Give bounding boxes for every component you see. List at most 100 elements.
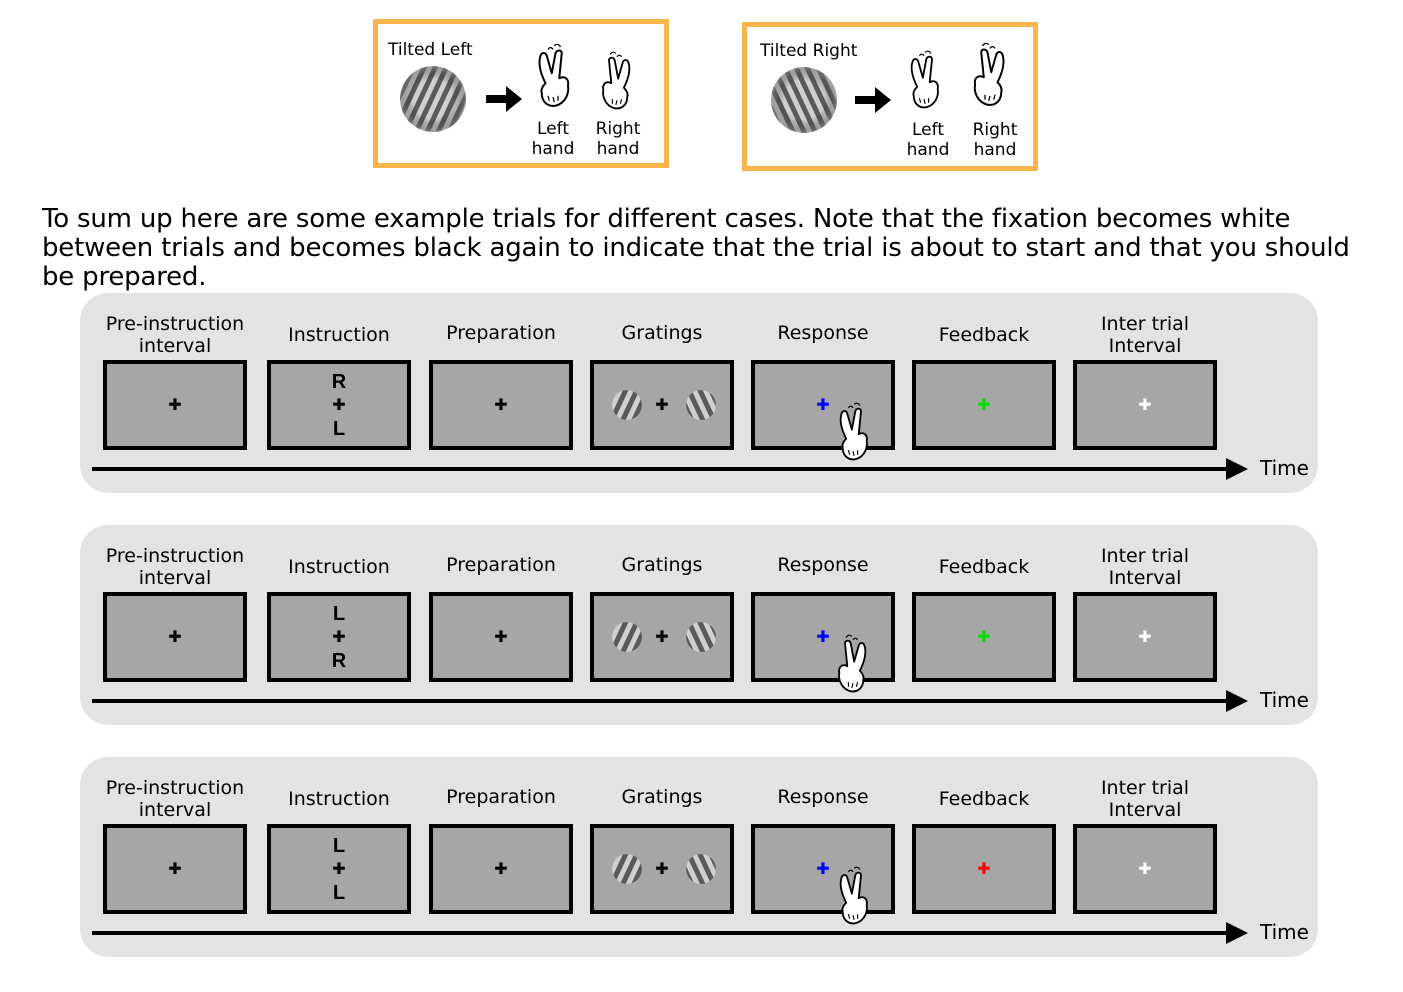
instruction-letter-bottom: R	[331, 650, 347, 672]
screen-gratings: ✚	[590, 824, 734, 914]
fixation-cross: ✚	[332, 859, 346, 878]
fixation-cross: ✚	[1138, 859, 1152, 878]
right-hand-icon	[602, 51, 631, 110]
stage-label-feedback: Feedback	[938, 324, 1030, 346]
screen-pre-instruction: ✚	[103, 360, 247, 450]
screen-preparation: ✚	[429, 592, 573, 682]
stage-label-gratings: Gratings	[621, 786, 703, 808]
stage-label-response: Response	[777, 786, 869, 808]
stage-label-response: Response	[777, 322, 869, 344]
instruction-letter-bottom: L	[332, 418, 346, 440]
stage-label-feedback: Feedback	[938, 556, 1030, 578]
grating-tilted-right	[771, 67, 837, 133]
instruction-letter-top: R	[331, 371, 347, 393]
screen-inter-trial: ✚	[1073, 592, 1217, 682]
time-axis-arrow	[92, 458, 1248, 480]
grating-tilted-left	[400, 66, 466, 132]
fixation-cross: ✚	[168, 395, 182, 414]
screen-inter-trial: ✚	[1073, 360, 1217, 450]
screen-instruction: ✚ L L	[267, 824, 411, 914]
fixation-cross: ✚	[332, 395, 346, 414]
fixation-cross: ✚	[816, 395, 830, 414]
time-axis-arrow	[92, 690, 1248, 712]
screen-response: ✚	[751, 360, 895, 450]
screen-feedback: ✚	[912, 360, 1056, 450]
stage-label-gratings: Gratings	[621, 554, 703, 576]
stage-label-preparation: Preparation	[446, 322, 556, 344]
screen-pre-instruction: ✚	[103, 592, 247, 682]
right-hand-icon	[973, 42, 1005, 106]
time-label: Time	[1260, 688, 1309, 712]
fixation-cross: ✚	[655, 627, 669, 646]
screen-preparation: ✚	[429, 824, 573, 914]
grating-right	[686, 390, 716, 420]
screen-preparation: ✚	[429, 360, 573, 450]
stage-label-instruction: Instruction	[288, 788, 390, 810]
legend-title: Tilted Left	[388, 40, 473, 60]
fixation-cross: ✚	[977, 627, 991, 646]
stage-label-instruction: Instruction	[288, 324, 390, 346]
right-arrow-icon	[486, 86, 522, 112]
intro-text: To sum up here are some example trials f…	[42, 204, 1350, 292]
fixation-cross: ✚	[494, 395, 508, 414]
stage-label-gratings: Gratings	[621, 322, 703, 344]
stage-label-response: Response	[777, 554, 869, 576]
screen-feedback: ✚	[912, 592, 1056, 682]
instruction-letter-top: L	[332, 603, 346, 625]
screen-instruction: ✚ R L	[267, 360, 411, 450]
fixation-cross: ✚	[977, 395, 991, 414]
screen-feedback: ✚	[912, 824, 1056, 914]
grating-right	[686, 622, 716, 652]
grating-left	[612, 390, 642, 420]
fixation-cross: ✚	[1138, 627, 1152, 646]
time-axis-arrow	[92, 922, 1248, 944]
fixation-cross: ✚	[816, 859, 830, 878]
response-hand-icon	[839, 866, 868, 925]
right-arrow-icon	[855, 87, 891, 113]
screen-gratings: ✚	[590, 592, 734, 682]
screen-instruction: ✚ L R	[267, 592, 411, 682]
fixation-cross: ✚	[494, 859, 508, 878]
fixation-cross: ✚	[1138, 395, 1152, 414]
grating-left	[612, 622, 642, 652]
fixation-cross: ✚	[494, 627, 508, 646]
screen-pre-instruction: ✚	[103, 824, 247, 914]
fixation-cross: ✚	[977, 859, 991, 878]
stage-label-instruction: Instruction	[288, 556, 390, 578]
legend-title: Tilted Right	[760, 41, 858, 61]
screen-gratings: ✚	[590, 360, 734, 450]
fixation-cross: ✚	[332, 627, 346, 646]
time-label: Time	[1260, 456, 1309, 480]
stage-label-feedback: Feedback	[938, 788, 1030, 810]
left-hand-icon	[910, 50, 939, 109]
fixation-cross: ✚	[655, 395, 669, 414]
fixation-cross: ✚	[816, 627, 830, 646]
stage-label-preparation: Preparation	[446, 554, 556, 576]
instruction-letter-bottom: L	[332, 882, 346, 904]
fixation-cross: ✚	[168, 859, 182, 878]
instruction-letter-top: L	[332, 835, 346, 857]
screen-response: ✚	[751, 592, 895, 682]
fixation-cross: ✚	[168, 627, 182, 646]
grating-left	[612, 854, 642, 884]
fixation-cross: ✚	[655, 859, 669, 878]
time-label: Time	[1260, 920, 1309, 944]
stage-label-preparation: Preparation	[446, 786, 556, 808]
response-hand-icon	[838, 634, 867, 693]
screen-response: ✚	[751, 824, 895, 914]
